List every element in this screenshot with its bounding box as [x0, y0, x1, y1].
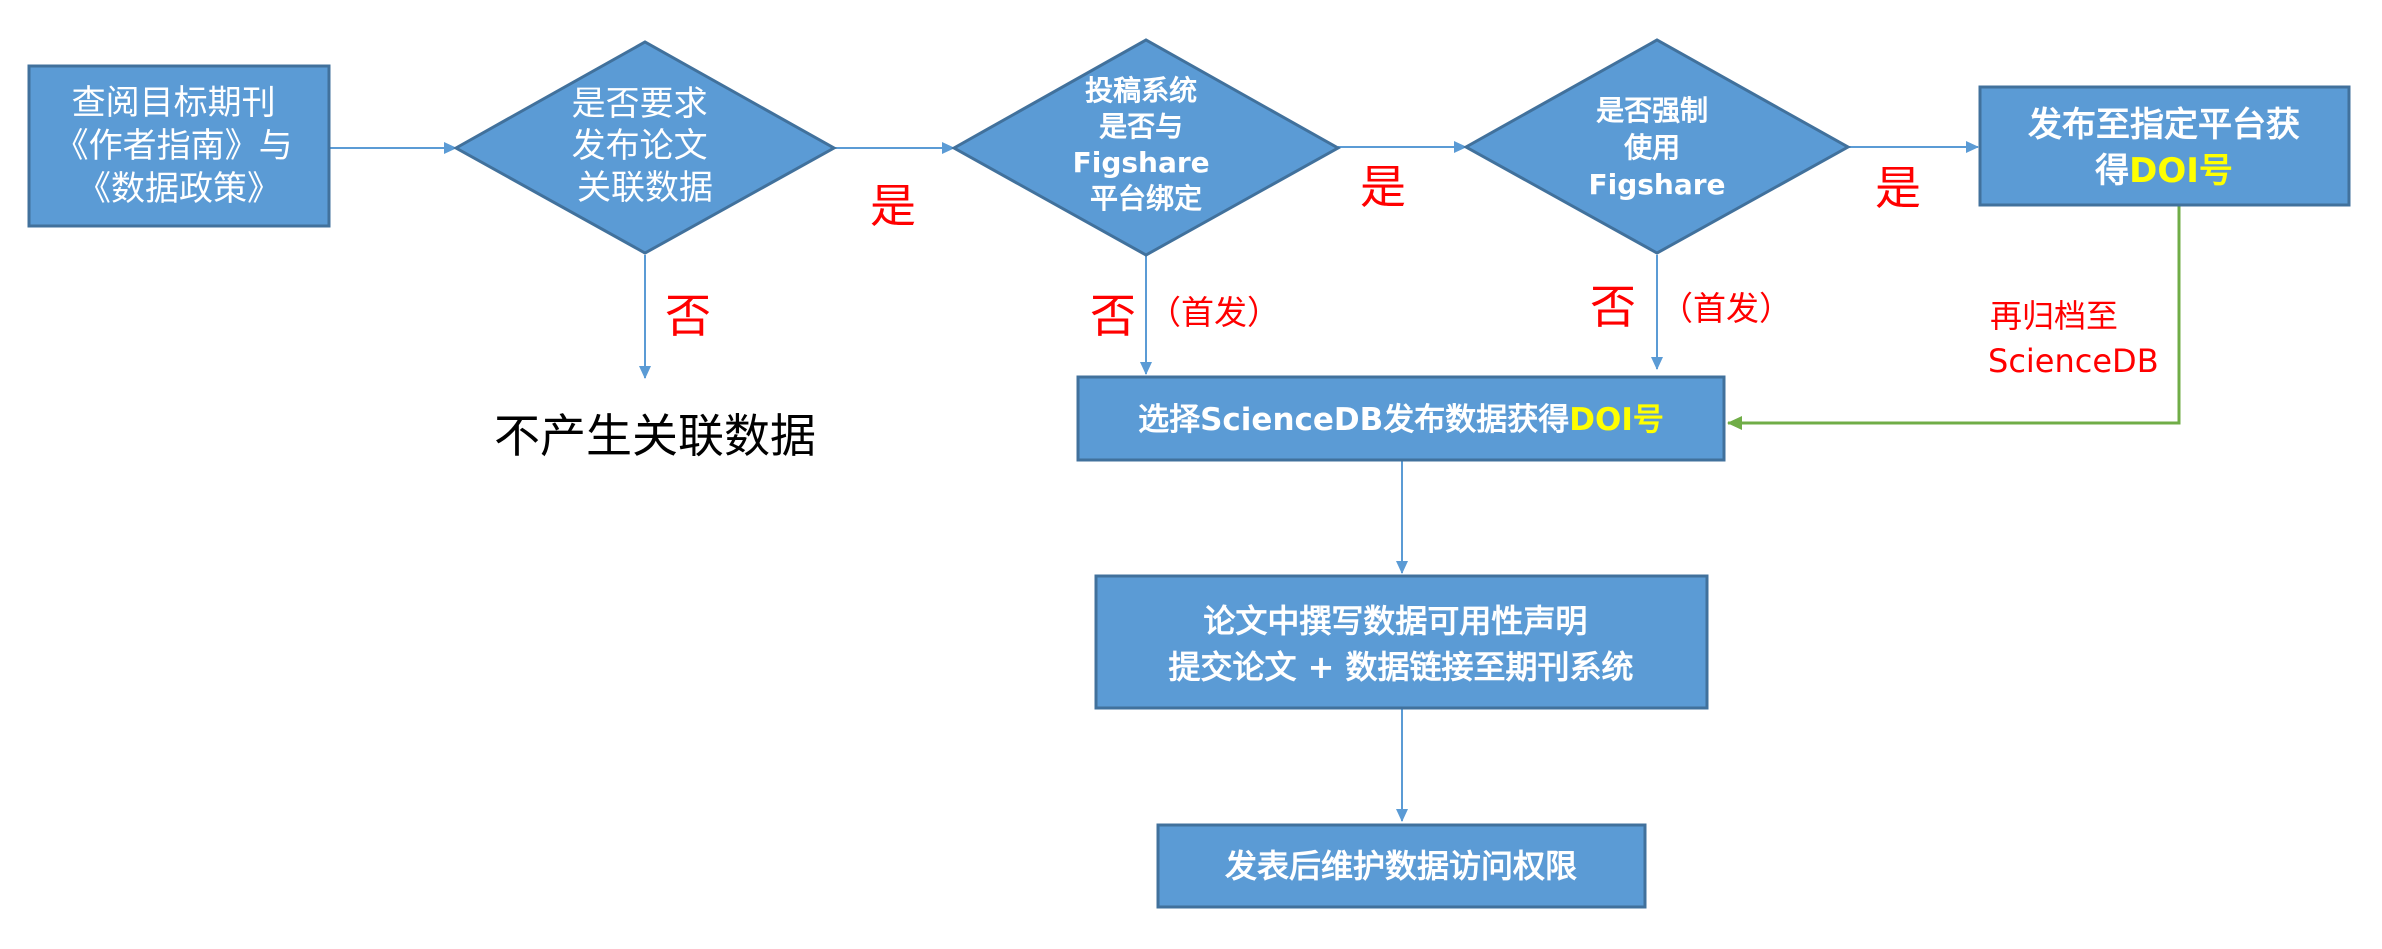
sciencedb-doi-highlight: DOI号: [1569, 402, 1664, 438]
write-line-1: 论文中撰写数据可用性声明: [1203, 602, 1587, 640]
svg-text:选择ScienceDB发布数据获得DOI号: 选择ScienceDB发布数据获得DOI号: [1138, 402, 1664, 438]
d3-line-2: 使用: [1623, 131, 1680, 164]
sciencedb-node: 选择ScienceDB发布数据获得DOI号: [1076, 375, 1726, 462]
maintain-node: 发表后维护数据访问权限: [1156, 823, 1647, 909]
decision-require-data: 是否要求 发布论文 关联数据: [452, 40, 838, 255]
maintain-text: 发表后维护数据访问权限: [1225, 847, 1577, 885]
svg-text:是否要求 发布论文 关联数据: 是否要求 发布论文 关联数据: [572, 84, 719, 208]
start-node: 查阅目标期刊 《作者指南》与 《数据政策》: [27, 64, 331, 228]
decision-figshare-bound: 投稿系统 是否与 Figshare 平台绑定: [950, 38, 1342, 257]
svg-text:是否强制 使用 Figshare: 是否强制 使用 Figshare: [1588, 94, 1725, 201]
svg-text:发表后维护数据访问权限: 发表后维护数据访问权限: [1225, 847, 1577, 885]
d2-line-1: 投稿系统: [1085, 74, 1197, 107]
publish-platform-node: 发布至指定平台获 得DOI号: [1978, 85, 2351, 207]
d1-line-3: 关联数据: [577, 168, 713, 208]
svg-text:论文中撰写数据可用性声明 提交论文 + 数据链接: 论文中撰写数据可用性声明 提交论文 + 数据链接至期刊系统: [1168, 602, 1633, 686]
label-no-data: 不产生关联数据: [494, 409, 816, 463]
d2-line-3: Figshare: [1073, 146, 1210, 179]
start-line-2: 《作者指南》与: [55, 126, 293, 166]
label-no-3-note: （首发）: [1660, 289, 1792, 328]
label-archive-line-1: 再归档至: [1990, 297, 2118, 335]
svg-text:发布至指定平台获: 发布至指定平台获: [2028, 105, 2300, 145]
publish-line-1: 发布至指定平台获: [2028, 105, 2300, 145]
svg-text:查阅目标期刊 《作者指南》与 《数据: 查阅目标期刊 《作者指南》与 《数据政策》: [55, 83, 304, 209]
d2-line-4: 平台绑定: [1090, 182, 1202, 215]
label-yes-2: 是: [1360, 160, 1406, 214]
start-line-1: 查阅目标期刊: [72, 83, 276, 123]
label-no-2-note: （首发）: [1148, 293, 1280, 332]
d1-line-2: 发布论文: [572, 126, 708, 166]
d1-line-1: 是否要求: [572, 84, 708, 124]
label-yes-3: 是: [1875, 161, 1921, 215]
publish-line-2-prefix: 得: [2094, 151, 2129, 191]
label-archive-line-2: ScienceDB: [1988, 342, 2159, 380]
label-no-3: 否: [1590, 280, 1636, 334]
publish-doi-highlight: DOI号: [2129, 151, 2233, 191]
arrow-publish-to-sciencedb: [1727, 206, 2181, 430]
label-no-2: 否: [1090, 289, 1136, 343]
label-yes-1: 是: [870, 179, 916, 233]
d3-line-1: 是否强制: [1596, 94, 1708, 127]
sciencedb-prefix: 选择ScienceDB发布数据获得: [1138, 402, 1569, 438]
start-line-3: 《数据政策》: [77, 169, 281, 209]
svg-text:投稿系统 是否与 Figshare: 投稿系统 是否与 Figshare 平台绑定: [1073, 74, 1220, 215]
d2-line-2: 是否与: [1099, 110, 1183, 143]
decision-figshare-mandatory: 是否强制 使用 Figshare: [1462, 38, 1852, 255]
d3-line-3: Figshare: [1588, 168, 1725, 201]
write-statement-node: 论文中撰写数据可用性声明 提交论文 + 数据链接至期刊系统: [1094, 574, 1709, 710]
svg-text:得DOI号: 得DOI号: [2094, 151, 2233, 191]
write-line-2: 提交论文 + 数据链接至期刊系统: [1168, 648, 1633, 686]
label-no-1: 否: [665, 289, 711, 343]
